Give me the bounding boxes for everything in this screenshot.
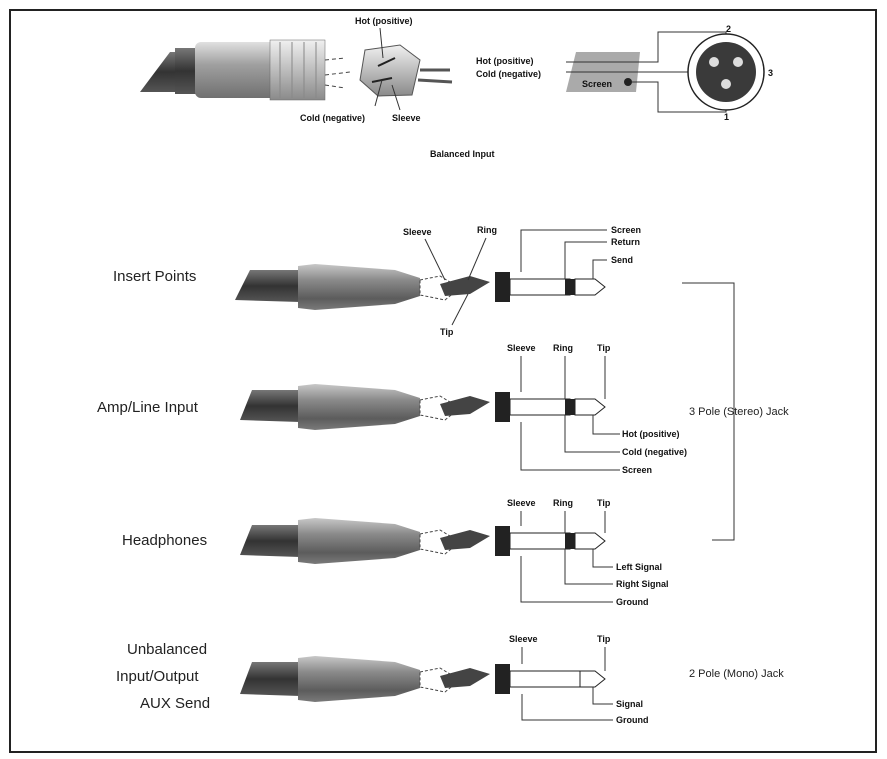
insert-points-plug bbox=[235, 264, 606, 310]
amp-sleeve-label: Sleeve bbox=[507, 343, 536, 353]
unbalanced-title-line2: Input/Output bbox=[116, 668, 199, 685]
headphones-ground-label: Ground bbox=[616, 597, 649, 607]
mono-jack-label: 2 Pole (Mono) Jack bbox=[689, 668, 784, 680]
unbalanced-signal-label: Signal bbox=[616, 699, 643, 709]
headphones-sleeve-label: Sleeve bbox=[507, 498, 536, 508]
frame bbox=[9, 9, 877, 753]
headphones-plug bbox=[240, 518, 606, 564]
headphones-tip-label: Tip bbox=[597, 498, 611, 508]
xlr-sleeve-label: Sleeve bbox=[392, 113, 421, 123]
amp-cold-label: Cold (negative) bbox=[622, 447, 687, 457]
amp-hot-label: Hot (positive) bbox=[622, 429, 680, 439]
insert-screen-label: Screen bbox=[611, 225, 641, 235]
unbalanced-plug bbox=[240, 656, 606, 702]
headphones-ring-label: Ring bbox=[553, 498, 573, 508]
xlr-pin1-label: 1 bbox=[724, 112, 729, 122]
insert-points-title: Insert Points bbox=[113, 268, 196, 285]
amp-screen-label: Screen bbox=[622, 465, 652, 475]
insert-sleeve-label: Sleeve bbox=[403, 227, 432, 237]
xlr-cold-right-label: Cold (negative) bbox=[476, 69, 541, 79]
unbalanced-ground-label: Ground bbox=[616, 715, 649, 725]
stereo-jack-label: 3 Pole (Stereo) Jack bbox=[689, 406, 789, 418]
xlr-pin3-label: 3 bbox=[768, 68, 773, 78]
headphones-right-label: Right Signal bbox=[616, 579, 669, 589]
xlr-cold-label: Cold (negative) bbox=[300, 113, 365, 123]
insert-tip-label: Tip bbox=[440, 327, 454, 337]
xlr-pin-diagram bbox=[566, 31, 765, 113]
amp-line-title: Amp/Line Input bbox=[97, 399, 199, 416]
unbalanced-tip-label: Tip bbox=[597, 634, 611, 644]
unbalanced-title-line3: AUX Send bbox=[140, 695, 210, 712]
unbalanced-sleeve-label: Sleeve bbox=[509, 634, 538, 644]
insert-ring-label: Ring bbox=[477, 225, 497, 235]
stereo-bracket bbox=[682, 282, 735, 541]
headphones-left-label: Left Signal bbox=[616, 562, 662, 572]
balanced-input-caption: Balanced Input bbox=[430, 149, 495, 159]
insert-return-label: Return bbox=[611, 237, 640, 247]
amp-callouts bbox=[520, 356, 620, 471]
amp-ring-label: Ring bbox=[553, 343, 573, 353]
insert-callouts bbox=[424, 229, 607, 326]
amp-line-plug bbox=[240, 384, 606, 430]
unbalanced-title-line1: Unbalanced bbox=[127, 641, 207, 658]
amp-tip-label: Tip bbox=[597, 343, 611, 353]
unbalanced-callouts bbox=[521, 647, 613, 721]
insert-send-label: Send bbox=[611, 255, 633, 265]
xlr-screen-label: Screen bbox=[582, 79, 612, 89]
xlr-callouts bbox=[374, 27, 401, 111]
xlr-hot-right-label: Hot (positive) bbox=[476, 56, 534, 66]
headphones-callouts bbox=[520, 511, 613, 603]
headphones-title: Headphones bbox=[122, 532, 207, 549]
xlr-pin2-label: 2 bbox=[726, 24, 731, 34]
xlr-connector bbox=[140, 39, 453, 101]
xlr-hot-label: Hot (positive) bbox=[355, 16, 413, 26]
